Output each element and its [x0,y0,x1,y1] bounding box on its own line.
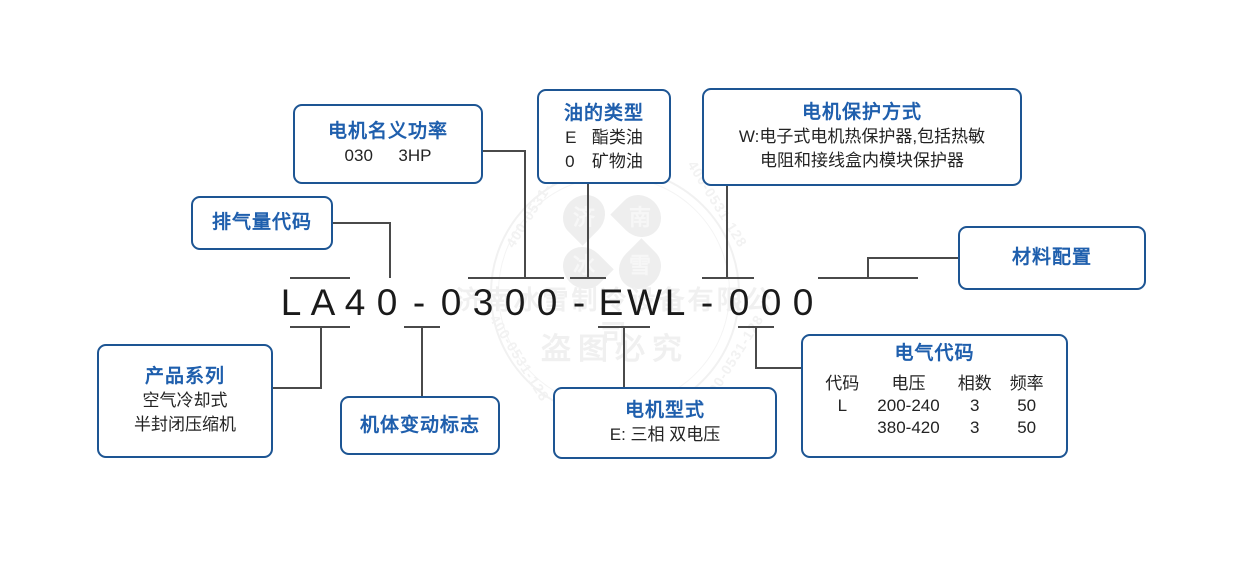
oil-code-1: E [565,127,577,147]
cell-voltage: 380-420 [877,418,940,437]
callout-product-series[interactable]: 产品系列 空气冷却式 半封闭压缩机 [97,344,273,458]
callout-body-change-mark[interactable]: 机体变动标志 [340,396,500,455]
callout-motor-protection[interactable]: 电机保护方式 W:电子式电机热保护器,包括热敏 电阻和接线盒内模块保护器 [702,88,1022,186]
connector-oil-v [587,184,589,278]
model-char: W [627,282,662,323]
model-char: - [572,282,586,323]
model-char: 0 [728,282,750,323]
callout-electrical-code-title: 电气代码 [894,343,975,364]
table-row: 380-420 3 50 [816,417,1052,439]
callout-motor-type-title: 电机型式 [624,400,705,421]
col-header-voltage: 电压 [891,374,926,393]
watermark-notice-text: 盗图必究 [541,333,689,366]
callout-product-series-line2: 半封闭压缩机 [134,415,236,434]
connector-power-h [482,150,526,152]
callout-motor-nominal-power-values: 030 3HP [345,144,432,168]
model-char: A [310,282,336,323]
connector-displacement-v [389,222,391,278]
cell-phases: 3 [969,396,980,415]
model-char: L [664,282,686,323]
power-value: 3HP [398,146,432,165]
callout-motor-nominal-power-title: 电机名义功率 [327,121,448,142]
model-char: L [280,282,302,323]
callout-displacement-code[interactable]: 排气量代码 [191,196,333,250]
callout-motor-protection-line1: W:电子式电机热保护器,包括热敏 [738,127,986,146]
model-char: 3 [472,282,494,323]
callout-motor-protection-line2: 电阻和接线盒内模块保护器 [760,151,964,170]
connector-body-v [421,326,423,398]
model-char: 0 [760,282,782,323]
connector-material-h [867,257,959,259]
col-header-frequency: 频率 [1009,374,1044,393]
watermark-char-1: 济 [572,205,595,230]
table-header-row: 代码 电压 相数 频率 [816,368,1052,395]
oil-name-1: 酯类油 [591,127,643,147]
cell-frequency: 50 [1017,418,1037,437]
watermark-char-2: 南 [628,205,651,230]
model-char: 0 [440,282,462,323]
model-char: E [598,282,624,323]
watermark-logo-mark [554,186,670,298]
callout-product-series-title: 产品系列 [144,366,225,387]
callout-motor-type-line1: E: 三相 双电压 [609,425,721,444]
callout-material-config[interactable]: 材料配置 [958,226,1146,290]
callout-oil-type[interactable]: 油的类型 E 酯类油 0 矿物油 [537,89,671,184]
electrical-code-table: 代码 电压 相数 频率 L 200-240 3 50 380-420 3 50 [816,368,1052,439]
model-char: 0 [536,282,558,323]
callout-body-change-mark-title: 机体变动标志 [359,414,480,436]
col-header-code: 代码 [825,374,860,393]
connector-motortype-v [623,326,625,388]
model-char: 0 [376,282,398,323]
oil-name-2: 矿物油 [591,151,643,171]
connector-material-v1 [867,258,869,278]
model-char: - [700,282,714,323]
segment-tick-series-top [290,277,350,279]
col-header-phases: 相数 [957,374,992,393]
callout-motor-type[interactable]: 电机型式 E: 三相 双电压 [553,387,777,459]
watermark-phone-lower-left: 400-0531-128 [486,311,553,405]
table-row: L 200-240 3 50 [816,395,1052,417]
model-char: 0 [504,282,526,323]
segment-tick-material-top [818,277,918,279]
callout-oil-type-title: 油的类型 [563,102,644,124]
oil-type-row-1: E 酯类油 [565,126,643,150]
connector-displacement-h [330,222,390,224]
callout-product-series-line1: 空气冷却式 [142,391,228,410]
connector-electrical-h [755,367,803,369]
cell-voltage: 200-240 [877,396,940,415]
connector-electrical-v [755,326,757,368]
cell-frequency: 50 [1017,396,1037,415]
cell-code: L [837,396,848,415]
cell-code [816,417,868,439]
callout-material-config-title: 材料配置 [1011,247,1092,268]
model-char: 4 [344,282,366,323]
power-code: 030 [344,146,373,165]
oil-code-2: 0 [565,151,575,171]
connector-protection-v [726,186,728,278]
model-char: - [412,282,426,323]
connector-power-v [524,150,526,278]
oil-type-row-2: 0 矿物油 [565,150,643,174]
connector-series-h [268,387,322,389]
segment-tick-protection-top [702,277,754,279]
callout-motor-protection-title: 电机保护方式 [801,102,922,123]
model-char: 0 [792,282,814,323]
cell-phases: 3 [969,418,980,437]
callout-electrical-code[interactable]: 电气代码 代码 电压 相数 频率 L 200-240 3 50 [801,334,1068,458]
connector-series-v [320,326,322,388]
callout-displacement-code-title: 排气量代码 [211,212,312,233]
callout-motor-nominal-power[interactable]: 电机名义功率 030 3HP [293,104,483,184]
segment-tick-power-top [468,277,564,279]
